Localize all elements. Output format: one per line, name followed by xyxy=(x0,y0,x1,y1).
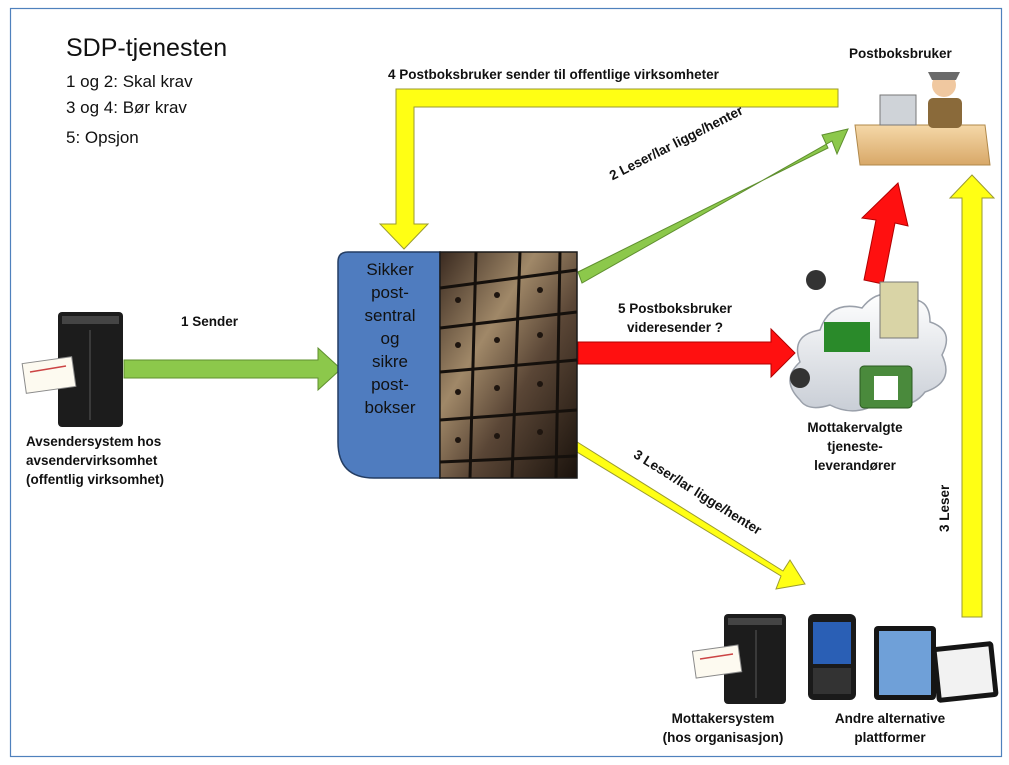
central-panel xyxy=(337,251,441,479)
arrow-3-yellow xyxy=(571,439,806,590)
arrow-5-label: 5 Postboksbruker videresender ? xyxy=(600,299,750,337)
providers-line: tjeneste- xyxy=(827,439,883,454)
arrow-4-label: 4 Postboksbruker sender til offentlige v… xyxy=(388,67,719,82)
arrow-3-leser-yellow xyxy=(948,174,996,618)
providers-line: Mottakervalgte xyxy=(807,420,903,435)
provider-cloud-icon xyxy=(789,270,948,412)
receiver-line: Mottakersystem xyxy=(671,711,775,726)
arrow-2-green xyxy=(577,128,849,284)
postboksbruker-label: Postboksbruker xyxy=(849,46,952,61)
diagram-title: SDP-tjenesten xyxy=(66,34,228,62)
legend-item: 5: Opsjon xyxy=(66,128,139,147)
arrow-5-red xyxy=(577,327,796,379)
arrow-5-line: 5 Postboksbruker xyxy=(617,301,733,316)
arrow-1-label: 1 Sender xyxy=(181,314,239,329)
arrow-1-green xyxy=(123,346,342,392)
sender-server-icon xyxy=(21,312,123,427)
receiver-server-icon xyxy=(691,614,786,704)
receiver-label: Mottakersystem (hos organisasjon) xyxy=(648,709,798,747)
sender-line: (offentlig virksomhet) xyxy=(26,472,165,487)
central-line: sikre xyxy=(372,352,408,371)
postboksbruker-icon xyxy=(854,72,991,166)
providers-line: leverandører xyxy=(814,458,896,473)
sender-label: Avsendersystem hos avsendervirksomhet (o… xyxy=(26,432,164,489)
central-line: sentral xyxy=(364,306,416,325)
arrow-3-leser-label: 3 Leser xyxy=(937,484,952,532)
tablet-icon xyxy=(874,626,999,703)
sender-line: avsendervirksomhet xyxy=(26,453,158,468)
providers-label: Mottakervalgte tjeneste- leverandører xyxy=(775,418,935,475)
central-line: og xyxy=(380,329,400,348)
central-label: Sikker post- sentral og sikre post- boks… xyxy=(340,258,440,419)
arrow-providers-up-red xyxy=(860,182,909,285)
arrow-5-line: videresender ? xyxy=(626,320,724,335)
receiver-line: (hos organisasjon) xyxy=(662,730,784,745)
arrow-4-yellow xyxy=(378,88,839,250)
outer-frame xyxy=(9,7,1003,758)
platforms-label: Andre alternative plattformer xyxy=(820,709,960,747)
platforms-line: Andre alternative xyxy=(834,711,946,726)
central-line: post- xyxy=(371,283,409,302)
sender-line: Avsendersystem hos xyxy=(26,434,162,449)
platforms-line: plattformer xyxy=(854,730,926,745)
legend-item: 3 og 4: Bør krav xyxy=(66,98,187,117)
vault-image xyxy=(439,251,578,479)
central-line: Sikker xyxy=(366,260,414,279)
central-line: bokser xyxy=(364,398,416,417)
central-line: post- xyxy=(371,375,409,394)
legend-item: 1 og 2: Skal krav xyxy=(66,72,193,91)
phone-icon xyxy=(808,614,856,700)
